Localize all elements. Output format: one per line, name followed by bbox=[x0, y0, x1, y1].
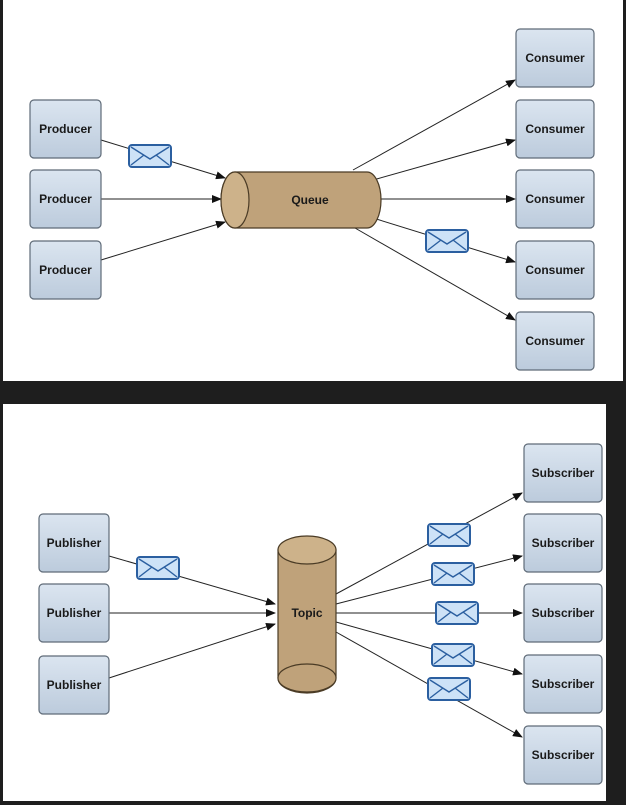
arrow-producer-3-to-queue bbox=[100, 220, 226, 261]
consumer-box-3: Consumer bbox=[515, 169, 595, 229]
publisher-box-1: Publisher bbox=[38, 513, 110, 573]
message-envelope-icon bbox=[435, 601, 479, 625]
message-envelope-icon bbox=[427, 523, 471, 547]
message-envelope-icon bbox=[427, 677, 471, 701]
queue-store: Queue bbox=[220, 171, 382, 229]
queue-diagram: Producer Producer Producer Queue Consume… bbox=[29, 28, 595, 371]
subscriber-box-2: Subscriber bbox=[523, 513, 603, 573]
subscriber-label: Subscriber bbox=[532, 606, 595, 620]
subscriber-label: Subscriber bbox=[532, 677, 595, 691]
consumer-label: Consumer bbox=[525, 334, 585, 348]
message-envelope-icon bbox=[431, 643, 475, 667]
producer-label: Producer bbox=[39, 263, 92, 277]
consumer-label: Consumer bbox=[525, 51, 585, 65]
topic-diagram-panel: Publisher Publisher Publisher Topic Subs… bbox=[3, 404, 606, 801]
topic-label: Topic bbox=[291, 606, 322, 620]
publisher-label: Publisher bbox=[47, 678, 102, 692]
arrow-queue-to-consumer-1 bbox=[352, 79, 516, 171]
arrow-topic-to-subscriber-4 bbox=[335, 621, 523, 676]
message-envelope-icon bbox=[128, 144, 172, 168]
subscriber-label: Subscriber bbox=[532, 536, 595, 550]
producer-box-1: Producer bbox=[29, 99, 102, 159]
publisher-label: Publisher bbox=[47, 606, 102, 620]
arrow-publisher-3-to-topic bbox=[108, 622, 276, 679]
subscriber-box-4: Subscriber bbox=[523, 654, 603, 714]
producer-box-2: Producer bbox=[29, 169, 102, 229]
consumer-box-1: Consumer bbox=[515, 28, 595, 88]
topic-store: Topic bbox=[277, 535, 337, 694]
message-envelope-icon bbox=[425, 229, 469, 253]
topic-diagram: Publisher Publisher Publisher Topic Subs… bbox=[38, 443, 603, 785]
producer-label: Producer bbox=[39, 122, 92, 136]
producer-label: Producer bbox=[39, 192, 92, 206]
consumer-box-2: Consumer bbox=[515, 99, 595, 159]
arrow-queue-to-consumer-2 bbox=[372, 138, 516, 181]
arrow-queue-to-consumer-5 bbox=[354, 227, 516, 321]
queue-label: Queue bbox=[291, 193, 329, 207]
arrow-topic-to-subscriber-2 bbox=[335, 554, 523, 605]
subscriber-label: Subscriber bbox=[532, 748, 595, 762]
publisher-box-3: Publisher bbox=[38, 655, 110, 715]
subscriber-box-1: Subscriber bbox=[523, 443, 603, 503]
subscriber-box-5: Subscriber bbox=[523, 725, 603, 785]
producer-box-3: Producer bbox=[29, 240, 102, 300]
consumer-box-5: Consumer bbox=[515, 311, 595, 371]
publisher-label: Publisher bbox=[47, 536, 102, 550]
subscriber-box-3: Subscriber bbox=[523, 583, 603, 643]
consumer-label: Consumer bbox=[525, 263, 585, 277]
message-envelope-icon bbox=[431, 562, 475, 586]
consumer-box-4: Consumer bbox=[515, 240, 595, 300]
subscriber-label: Subscriber bbox=[532, 466, 595, 480]
queue-diagram-panel: Producer Producer Producer Queue Consume… bbox=[3, 0, 623, 381]
consumer-label: Consumer bbox=[525, 192, 585, 206]
consumer-label: Consumer bbox=[525, 122, 585, 136]
publisher-box-2: Publisher bbox=[38, 583, 110, 643]
arrow-publisher-1-to-topic bbox=[108, 555, 276, 606]
message-envelope-icon bbox=[136, 556, 180, 580]
